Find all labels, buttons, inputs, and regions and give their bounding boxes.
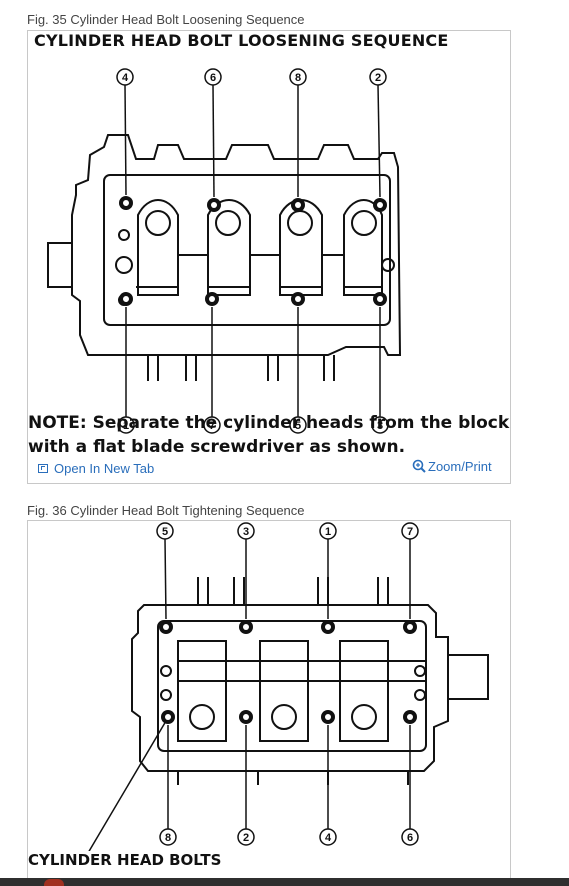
fig35-bolt-label-bottom-3: 5 <box>295 420 301 432</box>
zoom-print-label: Zoom/Print <box>428 459 492 474</box>
fig36-bolt-label-bottom-2: 2 <box>243 832 249 844</box>
fig36-bolt-label-bottom-1: 8 <box>165 832 171 844</box>
zoom-print-link[interactable]: Zoom/Print <box>412 459 492 474</box>
fig35-title: CYLINDER HEAD BOLT LOOSENING SEQUENCE <box>34 31 449 50</box>
open-in-new-tab-icon <box>38 464 48 473</box>
fig36-bolt-label-bottom-3: 4 <box>325 832 332 844</box>
fig35-note-line-2: with a flat blade screwdriver as shown. <box>28 437 406 457</box>
fig35-engine-drawing: 4 6 8 2 1 7 5 3 <box>47 68 402 434</box>
fig35-note-line-1: NOTE: Separate the cylinder heads from t… <box>28 413 510 433</box>
fig36-bolt-label-top-3: 1 <box>325 526 331 538</box>
fig36-bolts-label: CYLINDER HEAD BOLTS <box>28 851 222 869</box>
open-in-new-tab-label: Open In New Tab <box>54 461 155 476</box>
fig35-figure: CYLINDER HEAD BOLT LOOSENING SEQUENCE <box>27 30 511 484</box>
fig35-bolt-label-bottom-2: 7 <box>209 420 215 432</box>
fig36-bolt-label-top-2: 3 <box>243 526 249 538</box>
open-in-new-tab-link[interactable]: Open In New Tab <box>38 461 154 476</box>
fig35-bolt-label-top-3: 8 <box>295 72 301 84</box>
fig36-bolt-label-bottom-4: 6 <box>407 832 413 844</box>
fig35-bolt-label-bottom-1: 1 <box>123 420 129 432</box>
fig36-figure: 5 3 1 7 8 2 4 6 CYLINDER HEAD BOLTS <box>27 520 511 879</box>
fig36-bolt-label-top-4: 7 <box>407 526 413 538</box>
fig35-caption: Fig. 35 Cylinder Head Bolt Loosening Seq… <box>27 12 305 27</box>
fig35-bolt-label-top-2: 6 <box>210 72 216 84</box>
fig35-bolt-label-bottom-4: 3 <box>377 420 383 432</box>
taskbar <box>0 878 569 886</box>
fig36-engine-drawing: 5 3 1 7 8 2 4 6 <box>88 522 489 851</box>
fig35-bolt-label-top-4: 2 <box>375 72 381 84</box>
fig36-caption: Fig. 36 Cylinder Head Bolt Tightening Se… <box>27 503 305 518</box>
fig35-bolt-label-top-1: 4 <box>122 72 129 84</box>
app-icon[interactable] <box>44 879 64 886</box>
zoom-magnifier-icon <box>412 459 426 473</box>
fig36-bolt-label-top-1: 5 <box>162 526 168 538</box>
